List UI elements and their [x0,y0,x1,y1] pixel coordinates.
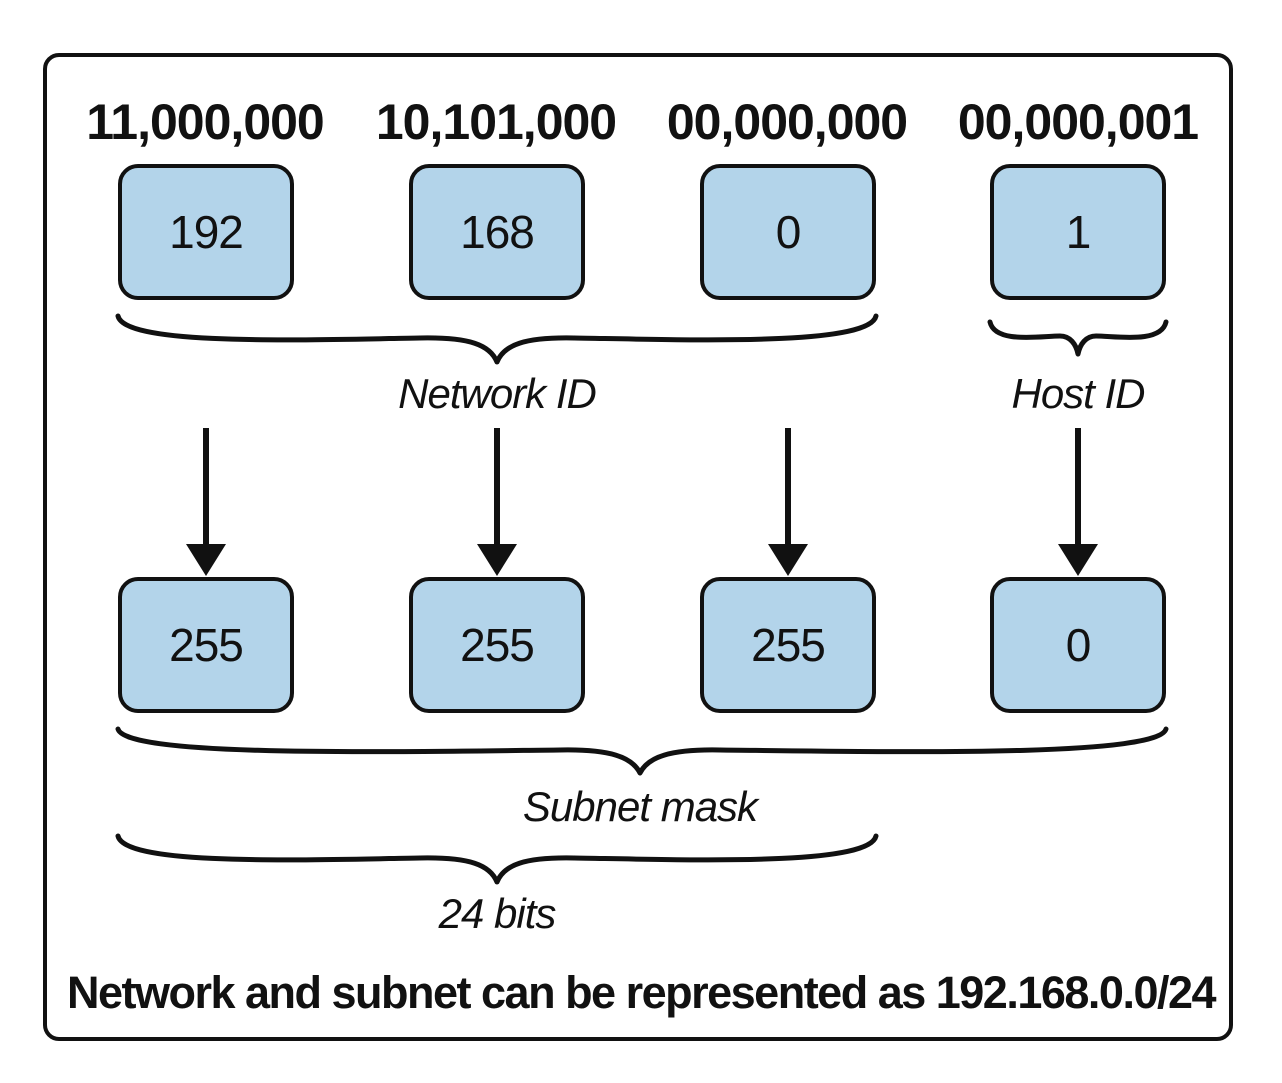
mask-octet-value: 255 [460,619,535,671]
mask-octet-box-4: 0 [990,577,1166,713]
mask-octet-value: 255 [751,619,826,671]
subnet-mask-brace [115,726,1169,776]
network-id-brace [115,313,879,365]
ip-octet-value: 168 [460,206,535,258]
binary-octet-2: 10,101,000 [375,94,617,150]
network-id-label: Network ID [398,370,597,417]
binary-octet-1: 11,000,000 [86,94,325,150]
ip-octet-box-4: 1 [990,164,1166,300]
host-id-brace [987,319,1169,357]
mask-octet-value: 0 [1065,619,1092,671]
host-id-label: Host ID [1011,370,1145,417]
ip-octet-box-3: 0 [700,164,876,300]
ip-octet-box-2: 168 [409,164,585,300]
ip-octet-value: 192 [169,206,244,258]
ip-octet-value: 0 [775,206,802,258]
diagram-frame [43,53,1233,1041]
arrow-head-4 [1058,544,1098,576]
bits-brace [115,833,879,885]
ip-octet-box-1: 192 [118,164,294,300]
arrow-head-2 [477,544,517,576]
subnet-mask-label: Subnet mask [522,783,758,830]
mask-octet-box-3: 255 [700,577,876,713]
ip-octet-value: 1 [1065,206,1092,258]
binary-octet-3: 00,000,000 [666,94,908,150]
arrow-head-3 [768,544,808,576]
mask-octet-box-1: 255 [118,577,294,713]
caption: Network and subnet can be represented as… [66,967,1217,1018]
binary-octet-4: 00,000,001 [957,94,1199,150]
bits-label: 24 bits [438,890,557,937]
arrow-head-1 [186,544,226,576]
mask-octet-value: 255 [169,619,244,671]
mask-octet-box-2: 255 [409,577,585,713]
